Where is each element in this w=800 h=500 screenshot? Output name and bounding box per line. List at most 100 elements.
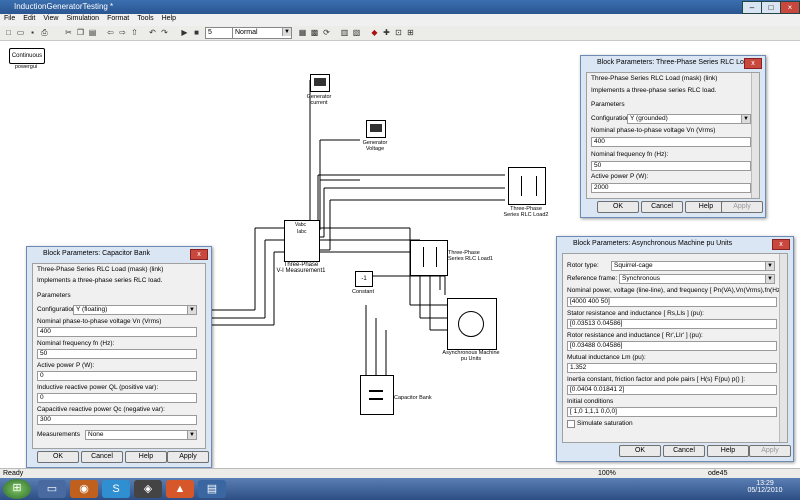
forward-icon[interactable]: ⇨ xyxy=(119,28,126,37)
model-explorer-icon[interactable]: ▧ xyxy=(352,28,361,37)
p-field[interactable]: 0 xyxy=(37,371,197,381)
generator-voltage-scope[interactable] xyxy=(366,120,386,138)
menu-file[interactable]: File xyxy=(4,15,16,22)
config-select[interactable]: Y (grounded)▼ xyxy=(627,114,751,124)
media-player-icon[interactable]: ◈ xyxy=(134,480,162,498)
redo-icon[interactable]: ↷ xyxy=(161,28,168,37)
matlab-icon[interactable]: ▲ xyxy=(166,480,194,498)
help-button[interactable]: Help xyxy=(125,451,167,463)
rlc-load-dialog: Block Parameters: Three-Phase Series RLC… xyxy=(580,55,766,218)
constant-block[interactable]: -1 xyxy=(355,271,373,287)
cancel-button[interactable]: Cancel xyxy=(641,201,683,213)
stop-time-input[interactable]: 5 xyxy=(205,27,233,39)
ok-button[interactable]: OK xyxy=(597,201,639,213)
simulink-icon[interactable]: ▤ xyxy=(198,480,226,498)
dialog-title: Block Parameters: Asynchronous Machine p… xyxy=(573,240,733,247)
start-simulation-icon[interactable]: ▶ xyxy=(181,28,188,37)
reference-frame-select[interactable]: Synchronous▼ xyxy=(619,274,775,284)
minimize-button[interactable]: – xyxy=(742,1,762,14)
apply-button[interactable]: Apply xyxy=(721,201,763,213)
cut-icon[interactable]: ✂ xyxy=(65,28,72,37)
build-all-icon[interactable]: ▩ xyxy=(310,28,319,37)
fn-field[interactable]: 50 xyxy=(591,161,751,171)
stator-field[interactable]: [0.03513 0.04586] xyxy=(567,319,777,329)
rlc-load1-block[interactable] xyxy=(410,240,448,276)
rlc-load2-block[interactable] xyxy=(508,167,546,205)
paste-icon[interactable]: ▤ xyxy=(88,28,97,37)
debug-icon[interactable]: ◆ xyxy=(371,28,378,37)
vn-field[interactable]: 400 xyxy=(591,137,751,147)
measurements-select[interactable]: None▼ xyxy=(85,430,197,440)
capacitor-bank-block[interactable] xyxy=(360,375,394,415)
clock[interactable]: 13:29 05/12/2010 xyxy=(740,480,790,494)
copy-icon[interactable]: ❐ xyxy=(76,28,85,37)
update-diagram-icon[interactable]: ⟳ xyxy=(323,28,330,37)
p-label: Active power P (W): xyxy=(37,362,95,369)
close-button[interactable]: × xyxy=(780,1,800,14)
ok-button[interactable]: OK xyxy=(37,451,79,463)
capacitor-bank-dialog: Block Parameters: Capacitor Bank x Three… xyxy=(26,246,212,468)
nominal-field[interactable]: [4000 400 50] xyxy=(567,297,777,307)
print-icon[interactable]: ⎙ xyxy=(41,28,48,37)
rotor-type-select[interactable]: Squirrel-cage▼ xyxy=(611,261,775,271)
menu-format[interactable]: Format xyxy=(107,15,130,22)
scrollbar[interactable] xyxy=(751,73,759,198)
apply-button[interactable]: Apply xyxy=(749,445,791,457)
dialog-desc-2: Implements a three-phase series RLC load… xyxy=(591,87,717,94)
folder-icon[interactable]: ▭ xyxy=(38,480,66,498)
start-button[interactable]: ⊞ xyxy=(3,479,31,499)
fn-field[interactable]: 50 xyxy=(37,349,197,359)
back-icon[interactable]: ⇦ xyxy=(107,28,114,37)
cancel-button[interactable]: Cancel xyxy=(663,445,705,457)
cancel-button[interactable]: Cancel xyxy=(81,451,123,463)
generator-current-scope[interactable] xyxy=(310,74,330,92)
close-icon[interactable]: x xyxy=(190,249,208,260)
rotor-resistance-field[interactable]: [0.03488 0.04586] xyxy=(567,341,777,351)
menu-help[interactable]: Help xyxy=(161,15,176,22)
simulation-mode-value: Normal xyxy=(235,29,258,36)
profiler-icon[interactable]: ⊞ xyxy=(407,28,414,37)
model-advisor-icon[interactable]: ✚ xyxy=(383,28,390,37)
menu-view[interactable]: View xyxy=(43,15,59,22)
zoom-icon[interactable]: ⊡ xyxy=(395,28,402,37)
qc-field[interactable]: 300 xyxy=(37,415,197,425)
close-icon[interactable]: x xyxy=(772,239,790,250)
zoom-level: 100% xyxy=(598,470,616,477)
close-icon[interactable]: x xyxy=(744,58,762,69)
vn-field[interactable]: 400 xyxy=(37,327,197,337)
simulate-saturation-checkbox[interactable] xyxy=(567,420,575,428)
capacitor-icon xyxy=(369,390,383,400)
mutual-inductance-field[interactable]: 1.352 xyxy=(567,363,777,373)
help-button[interactable]: Help xyxy=(707,445,749,457)
save-icon[interactable]: ▪ xyxy=(31,28,34,37)
up-icon[interactable]: ⇧ xyxy=(131,28,138,37)
inertia-field[interactable]: [0.0404 0.01841 2] xyxy=(567,385,777,395)
dialog-desc-1: Three-Phase Series RLC Load (mask) (link… xyxy=(37,266,164,273)
open-icon[interactable]: ▭ xyxy=(16,28,25,37)
simulation-mode-select[interactable]: Normal▼ xyxy=(232,27,292,39)
library-browser-icon[interactable]: ▥ xyxy=(340,28,349,37)
ql-field[interactable]: 0 xyxy=(37,393,197,403)
scrollbar[interactable] xyxy=(779,254,787,442)
clock-time: 13:29 xyxy=(756,480,774,487)
menu-edit[interactable]: Edit xyxy=(23,15,36,22)
apply-button[interactable]: Apply xyxy=(167,451,209,463)
constant-value: -1 xyxy=(361,276,367,282)
p-field[interactable]: 2000 xyxy=(591,183,751,193)
powergui-block[interactable]: Continuous xyxy=(9,48,45,64)
vi-measurement-block[interactable]: Vabc Iabc xyxy=(284,220,320,262)
skype-icon[interactable]: S xyxy=(102,480,130,498)
maximize-button[interactable]: □ xyxy=(761,1,781,14)
async-machine-block[interactable] xyxy=(447,298,497,350)
menu-tools[interactable]: Tools xyxy=(137,15,154,22)
stop-simulation-icon[interactable]: ■ xyxy=(194,28,199,37)
initial-conditions-field[interactable]: [ 1,0 1,1,1 0,0,0] xyxy=(567,407,777,417)
menu-simulation[interactable]: Simulation xyxy=(66,15,100,22)
firefox-icon[interactable]: ◉ xyxy=(70,480,98,498)
build-icon[interactable]: ▦ xyxy=(298,28,307,37)
ok-button[interactable]: OK xyxy=(619,445,661,457)
new-icon[interactable]: □ xyxy=(6,28,11,37)
measurements-value: None xyxy=(88,431,104,438)
config-select[interactable]: Y (floating)▼ xyxy=(73,305,197,315)
undo-icon[interactable]: ↶ xyxy=(149,28,156,37)
